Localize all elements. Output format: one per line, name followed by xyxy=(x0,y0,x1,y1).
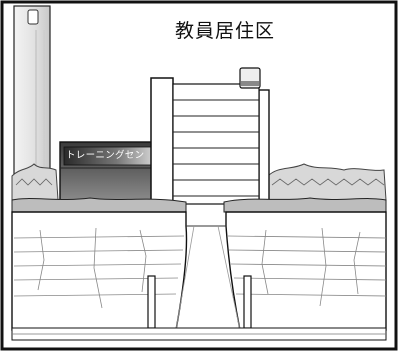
training-center-building xyxy=(59,141,157,201)
building-sign: トレーニングセン xyxy=(66,147,152,165)
path xyxy=(175,225,241,331)
tower xyxy=(13,5,51,177)
right-wall xyxy=(223,197,387,331)
building-sign-text: トレーニングセン xyxy=(66,150,145,161)
left-wall xyxy=(11,197,188,331)
location-caption: 教員居住区 xyxy=(174,20,275,42)
hedges-back xyxy=(11,163,387,201)
ground xyxy=(11,327,387,341)
gate-structure xyxy=(150,67,270,221)
